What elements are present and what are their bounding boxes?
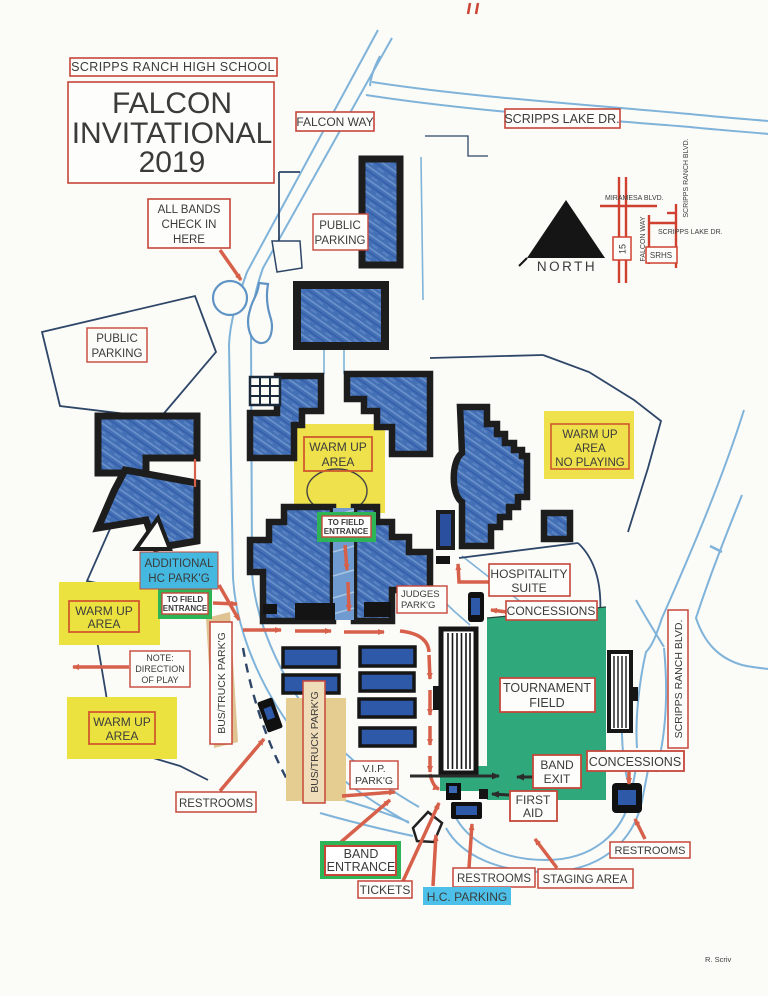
svg-text:PUBLIC: PUBLIC xyxy=(319,220,361,232)
svg-text:WARM UP: WARM UP xyxy=(75,604,133,618)
svg-text:SCRIPPS RANCH HIGH SCHOOL: SCRIPPS RANCH HIGH SCHOOL xyxy=(71,60,275,74)
svg-text:FALCON WAY: FALCON WAY xyxy=(296,115,373,129)
svg-text:FIRST: FIRST xyxy=(516,793,551,807)
svg-text:BAND: BAND xyxy=(540,758,574,772)
svg-text:JUDGES: JUDGES xyxy=(401,589,440,600)
svg-text:R. Scriv: R. Scriv xyxy=(705,955,732,964)
svg-text:SCRIPPS LAKE DR.: SCRIPPS LAKE DR. xyxy=(504,112,619,126)
svg-text:CONCESSIONS: CONCESSIONS xyxy=(589,755,681,769)
svg-text:RESTROOMS: RESTROOMS xyxy=(179,798,253,810)
svg-text:BUS/TRUCK PARK'G: BUS/TRUCK PARK'G xyxy=(309,691,321,793)
svg-text:MIRAMESA BLVD.: MIRAMESA BLVD. xyxy=(605,195,664,202)
svg-text:CONCESSIONS: CONCESSIONS xyxy=(507,604,596,618)
svg-text:HOSPITALITY: HOSPITALITY xyxy=(490,567,567,581)
svg-text:AREA: AREA xyxy=(106,729,139,743)
svg-text:HC PARK'G: HC PARK'G xyxy=(148,573,209,585)
svg-text:TO FIELD: TO FIELD xyxy=(167,595,204,604)
svg-text:ADDITIONAL: ADDITIONAL xyxy=(144,558,214,570)
svg-text:RESTROOMS: RESTROOMS xyxy=(457,873,531,885)
svg-text:STAGING AREA: STAGING AREA xyxy=(543,874,628,886)
svg-text:WARM UP: WARM UP xyxy=(562,429,617,441)
svg-text:V.I.P.: V.I.P. xyxy=(362,763,385,775)
svg-text:SCRIPPS RANCH BLVD.: SCRIPPS RANCH BLVD. xyxy=(673,620,685,739)
svg-text:BAND: BAND xyxy=(344,847,379,861)
svg-text:H.C. PARKING: H.C. PARKING xyxy=(427,890,507,904)
svg-text:TICKETS: TICKETS xyxy=(360,883,411,897)
svg-text:EXIT: EXIT xyxy=(544,772,571,786)
svg-text:NOTE:: NOTE: xyxy=(146,653,174,663)
svg-text:SCRIPPS RANCH BLVD.: SCRIPPS RANCH BLVD. xyxy=(683,138,690,217)
svg-text:SRHS: SRHS xyxy=(650,251,672,260)
svg-text:AREA: AREA xyxy=(322,455,355,469)
svg-text:HERE: HERE xyxy=(173,234,205,246)
svg-text:BUS/TRUCK PARK'G: BUS/TRUCK PARK'G xyxy=(216,632,228,734)
svg-text:RESTROOMS: RESTROOMS xyxy=(615,845,686,857)
svg-text:SCRIPPS LAKE DR.: SCRIPPS LAKE DR. xyxy=(658,229,723,236)
svg-text:NO PLAYING: NO PLAYING xyxy=(555,457,624,469)
svg-text:AID: AID xyxy=(523,806,543,820)
svg-text:ENTRANCE: ENTRANCE xyxy=(163,604,208,613)
svg-text:PARK'G: PARK'G xyxy=(355,775,393,787)
svg-text:FIELD: FIELD xyxy=(529,696,564,710)
svg-text:AREA: AREA xyxy=(88,617,121,631)
svg-text:2019: 2019 xyxy=(139,146,206,179)
svg-text:ENTRANCE: ENTRANCE xyxy=(327,860,396,874)
svg-text:AREA: AREA xyxy=(574,443,606,455)
svg-text:DIRECTION: DIRECTION xyxy=(135,664,185,674)
svg-text:TOURNAMENT: TOURNAMENT xyxy=(503,681,591,695)
svg-text:SUITE: SUITE xyxy=(511,581,546,595)
svg-text:ALL BANDS: ALL BANDS xyxy=(158,204,221,216)
svg-text:OF PLAY: OF PLAY xyxy=(141,675,178,685)
svg-text:NORTH: NORTH xyxy=(537,259,597,274)
svg-text:TO FIELD: TO FIELD xyxy=(328,518,365,527)
svg-text:INVITATIONAL: INVITATIONAL xyxy=(72,117,273,150)
svg-text:FALCON WAY: FALCON WAY xyxy=(640,216,647,261)
svg-text:PARK'G: PARK'G xyxy=(401,600,435,611)
svg-text:WARM UP: WARM UP xyxy=(93,715,151,729)
svg-text:PARKING: PARKING xyxy=(315,235,366,247)
svg-text:15: 15 xyxy=(618,244,628,254)
svg-text:CHECK IN: CHECK IN xyxy=(162,219,217,231)
svg-text:WARM UP: WARM UP xyxy=(309,440,367,454)
svg-text:PUBLIC: PUBLIC xyxy=(96,333,138,345)
svg-text:ENTRANCE: ENTRANCE xyxy=(324,527,369,536)
svg-text:PARKING: PARKING xyxy=(92,348,143,360)
svg-text:FALCON: FALCON xyxy=(112,87,232,120)
